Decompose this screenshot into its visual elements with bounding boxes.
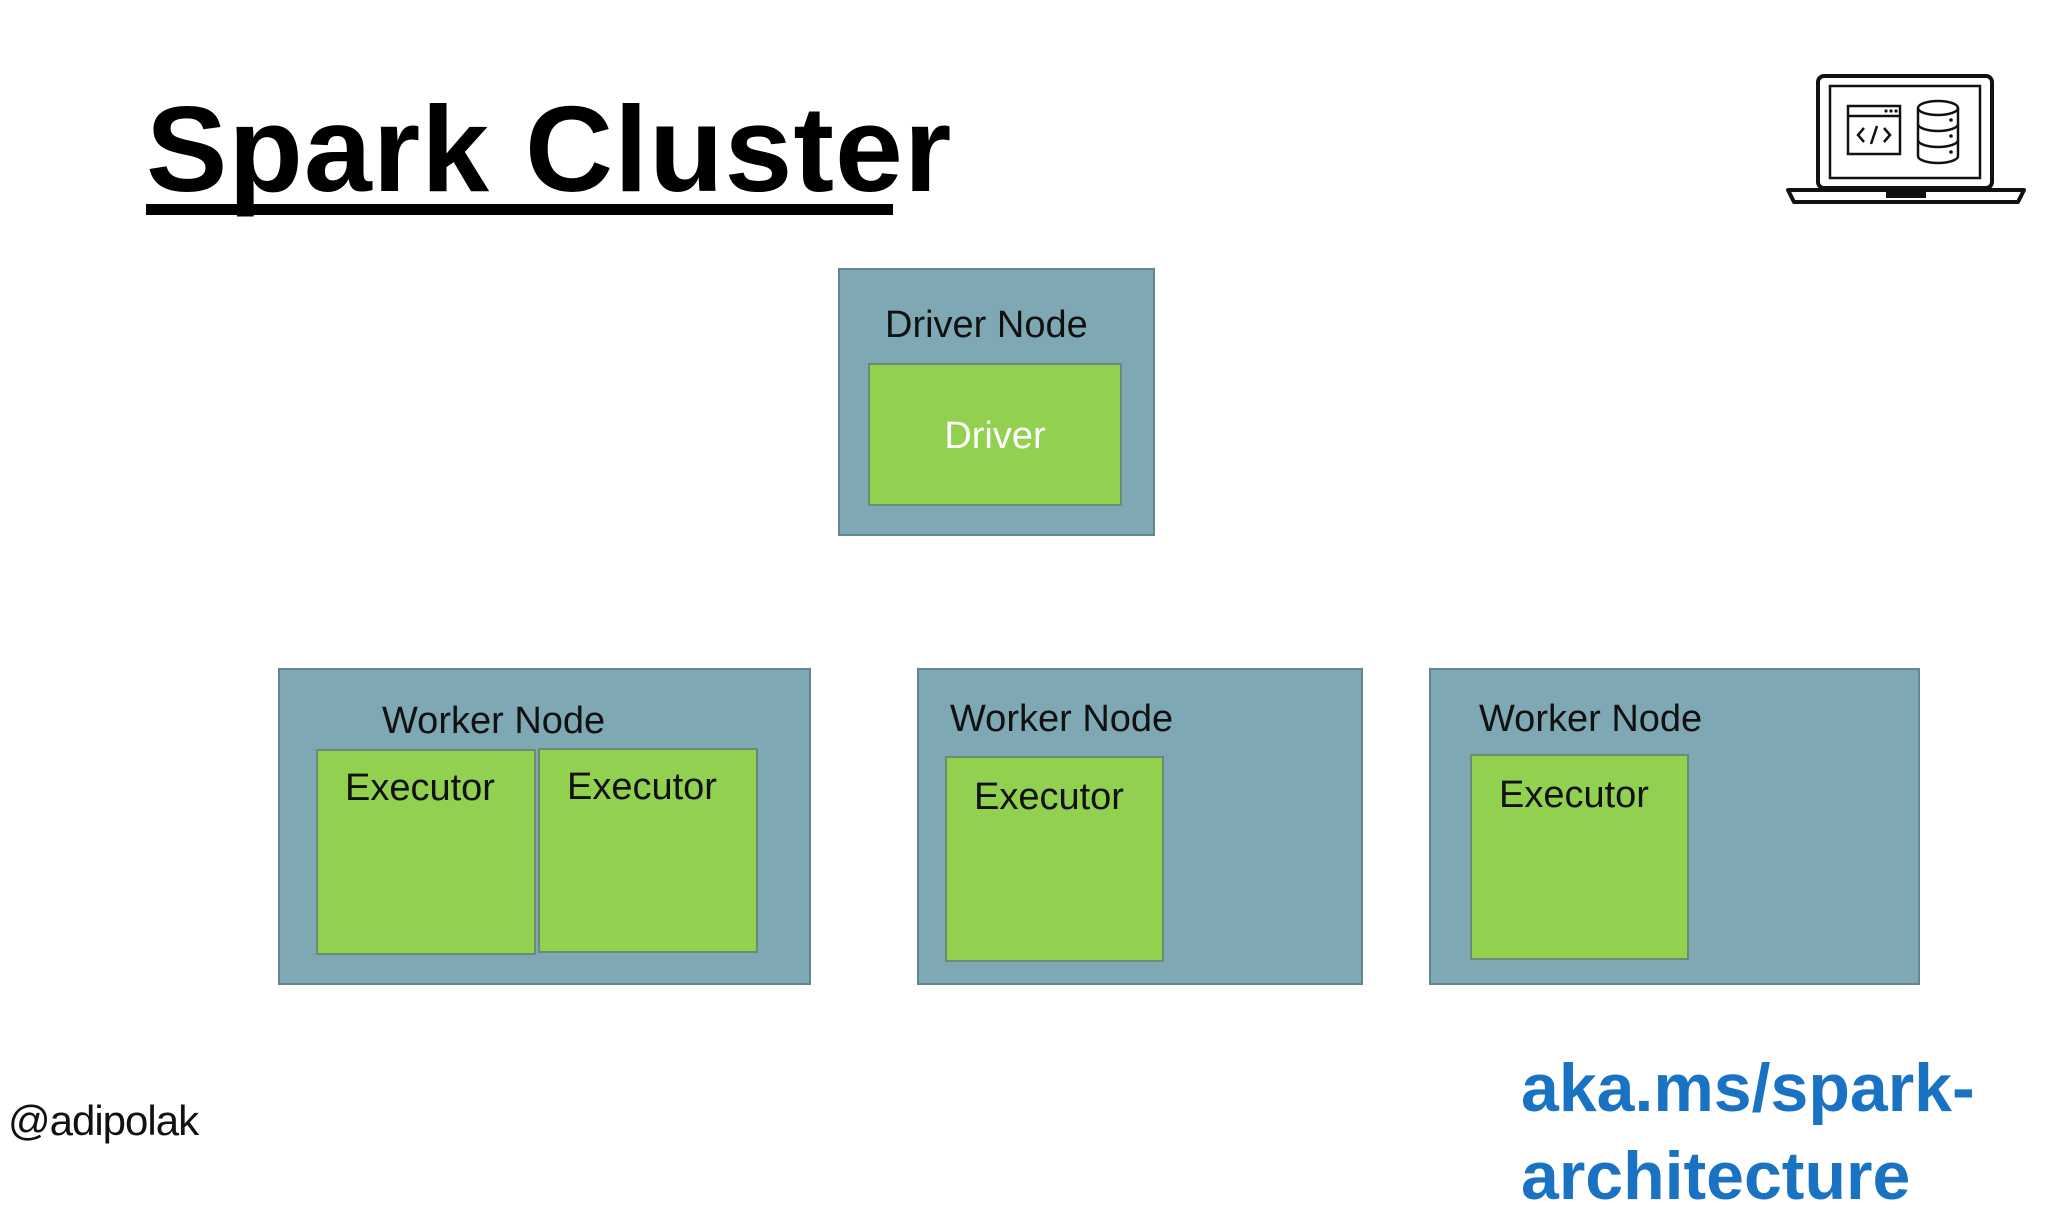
executor-box: Executor: [538, 748, 758, 953]
executor-label: Executor: [345, 767, 495, 809]
executor-box: Executor: [1470, 754, 1689, 960]
author-handle: @adipolak: [8, 1097, 199, 1144]
worker-node-3: Worker Node Executor: [1429, 668, 1920, 985]
slide-title: Spark Cluster: [146, 81, 953, 217]
executor-label: Executor: [1499, 774, 1649, 816]
worker-node-label: Worker Node: [950, 698, 1174, 740]
worker-node-label: Worker Node: [382, 700, 606, 742]
worker-node-label: Worker Node: [1479, 698, 1703, 740]
executor-box: Executor: [945, 756, 1164, 962]
executor-label: Executor: [567, 766, 717, 808]
driver-box: Driver: [868, 363, 1122, 506]
driver-node-label: Driver Node: [885, 304, 1088, 346]
worker-node-2: Worker Node Executor: [917, 668, 1363, 985]
reference-link[interactable]: aka.ms/spark-architecture: [1521, 1050, 1975, 1215]
laptop-code-database-icon: [1786, 74, 2026, 204]
driver-label: Driver: [944, 415, 1046, 457]
worker-node-1: Worker Node Executor Executor: [278, 668, 811, 985]
driver-node: Driver Node Driver: [838, 268, 1155, 536]
executor-label: Executor: [974, 776, 1124, 818]
executor-box: Executor: [316, 749, 536, 955]
title-underline: [146, 204, 893, 215]
